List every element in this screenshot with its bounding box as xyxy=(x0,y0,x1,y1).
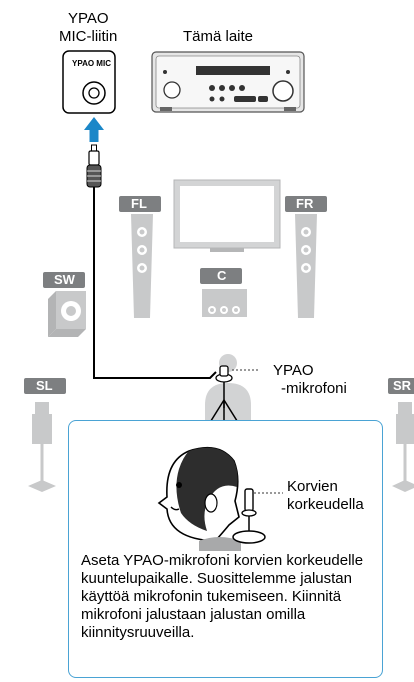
mic-label-line1: YPAO xyxy=(273,362,314,379)
fr-label: FR xyxy=(296,196,314,211)
tv-screen xyxy=(173,179,281,252)
instruction-callout: Korvien korkeudella Aseta YPAO-mikrofoni… xyxy=(68,420,383,678)
sl-label: SL xyxy=(36,378,53,393)
connection-arrow xyxy=(84,117,104,142)
sw-label: SW xyxy=(54,272,75,287)
c-label: C xyxy=(217,268,227,283)
ypao-label-line2: MIC-liitin xyxy=(59,28,118,45)
ypao-mic-panel-label: YPAO MIC xyxy=(72,59,111,68)
speaker-front-left xyxy=(119,196,161,318)
ear-height-illustration xyxy=(157,446,283,551)
fl-label: FL xyxy=(131,196,147,211)
speaker-front-right xyxy=(285,196,327,318)
ear-height-line1: Korvien xyxy=(287,478,338,495)
this-unit-label: Tämä laite xyxy=(183,28,254,45)
speaker-subwoofer xyxy=(43,272,86,337)
av-receiver xyxy=(151,51,305,113)
speaker-surround-left xyxy=(24,378,66,492)
ypao-label-line1: YPAO xyxy=(68,10,109,27)
speaker-surround-right xyxy=(388,378,414,492)
listener-silhouette xyxy=(205,354,251,422)
mic-label-line2: -mikrofoni xyxy=(281,380,347,397)
speaker-center xyxy=(200,268,247,317)
ypao-mic-jack-panel xyxy=(62,50,116,114)
instruction-text: Aseta YPAO-mikrofoni korvien korkeudelle… xyxy=(81,552,364,641)
ear-height-line2: korkeudella xyxy=(287,496,364,513)
mic-cable xyxy=(86,144,217,379)
sr-label: SR xyxy=(393,378,412,393)
